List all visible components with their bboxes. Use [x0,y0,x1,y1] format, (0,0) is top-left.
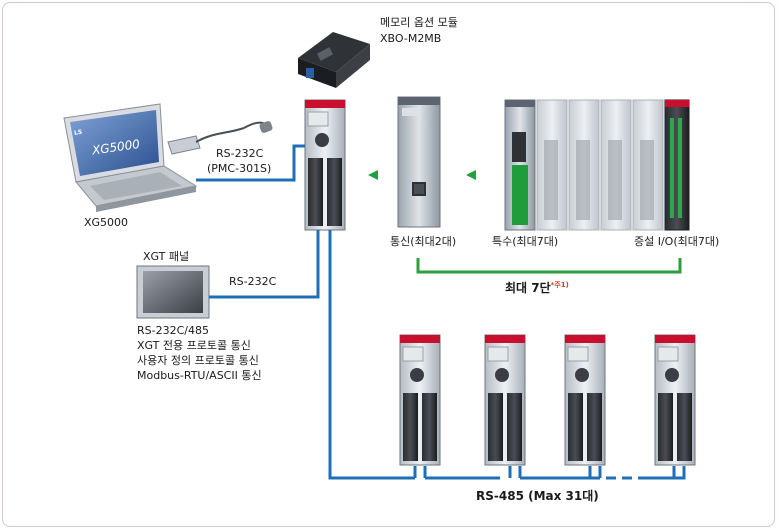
memory-module-model: XBO-M2MB [380,32,441,45]
panel-link [209,230,320,299]
rs485-cpu-4 [654,334,696,466]
communication-module [397,96,441,228]
max-stages-label: 최대 7단*주1) [505,280,569,295]
panel-title: XGT 패널 [143,250,189,263]
panel-note-2: XGT 전용 프로토콜 통신 [137,339,251,352]
laptop-link [196,144,305,182]
panel-note-1: RS-232C/485 [137,324,209,337]
laptop-screen-logo: LS [74,129,83,137]
expansion-io-module [664,99,690,231]
special-module-4 [600,99,632,231]
panel-note-4: Modbus-RTU/ASCII 통신 [137,369,262,382]
main-cpu-module [304,99,346,231]
arrow-left-icon [368,170,378,180]
laptop-cable-line2: (PMC-301S) [207,162,271,175]
rs485-trunk-1 [328,230,415,480]
rs485-label: RS-485 (Max 31대) [476,489,599,503]
laptop-cable-line1: RS-232C [216,147,264,160]
special-module-5 [632,99,664,231]
rs485-trunk-4 [640,466,686,480]
comm-module-label: 통신(최대2대) [390,235,456,248]
special-module-3 [568,99,600,231]
panel-note-3: 사용자 정의 프로토콜 통신 [137,354,259,367]
pmc-cable-icon [167,121,273,155]
arrow-left-icon-2 [466,170,476,180]
laptop-screen-brand: XG5000 [90,137,141,158]
special-module-label: 특수(최대7대) [492,235,558,248]
special-module-1 [504,99,536,231]
xgt-panel-icon [136,265,210,319]
rs485-cpu-3 [564,334,606,466]
io-module-label: 증설 I/O(최대7대) [634,235,719,248]
memory-option-module [298,32,370,88]
rs485-cpu-2 [484,334,526,466]
max-stages-bracket [416,258,682,274]
memory-module-name: 메모리 옵션 모듈 [380,16,458,29]
laptop-icon: XG5000 LS [63,103,198,212]
panel-link-label: RS-232C [229,275,277,288]
laptop-label: XG5000 [84,216,128,229]
rs485-cpu-1 [399,334,441,466]
special-module-2 [536,99,568,231]
